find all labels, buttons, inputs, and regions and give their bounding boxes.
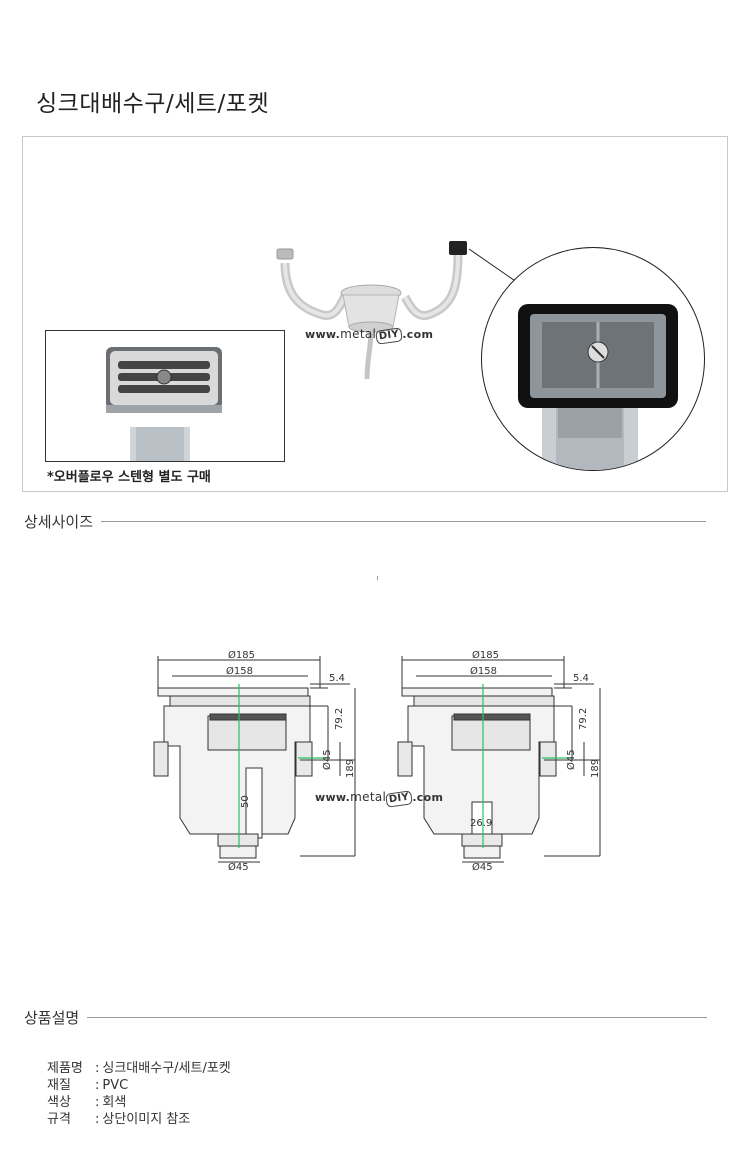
inset-caption: *오버플로우 스텐형 별도 구매 xyxy=(47,470,211,485)
drain-set-illustration xyxy=(276,241,522,380)
dim-left-d158: Ø158 xyxy=(226,665,253,677)
dim-right-d158: Ø158 xyxy=(470,665,497,677)
section-product-description: 상품설명 xyxy=(24,1007,708,1028)
dim-left-d45-side: Ø45 xyxy=(321,749,333,770)
section-divider xyxy=(87,1017,708,1018)
section-title: 상세사이즈 xyxy=(24,513,94,531)
drawing-right xyxy=(397,656,601,863)
dim-right-d185: Ø185 xyxy=(472,649,499,661)
section-divider xyxy=(101,521,707,522)
dimension-drawing: Ø185 Ø158 5.4 79.2 Ø45 189 50 Ø45 Ø185 Ø… xyxy=(153,649,601,873)
product-info-list: 제품명:싱크대배수구/세트/포켓 재질:PVC 색상:회색 규격:상단이미지 참… xyxy=(47,1060,231,1128)
dim-right-189: 189 xyxy=(590,759,601,778)
section-detail-size: 상세사이즈 xyxy=(24,511,707,532)
dim-right-d45-bottom: Ø45 xyxy=(472,861,493,873)
overflow-detail-zoom xyxy=(481,247,705,471)
dim-left-50: 50 xyxy=(240,795,251,808)
overflow-inset-image xyxy=(45,330,285,462)
divider-tick xyxy=(377,576,378,580)
dim-left-d185: Ø185 xyxy=(228,649,255,661)
dim-left-79-2: 79.2 xyxy=(334,708,345,730)
dim-right-5-4: 5.4 xyxy=(573,673,589,684)
dim-left-d45-bottom: Ø45 xyxy=(228,861,249,873)
info-row-material: 재질:PVC xyxy=(47,1078,129,1093)
dim-right-79-2: 79.2 xyxy=(578,708,589,730)
dim-left-189: 189 xyxy=(345,759,356,778)
page-title: 싱크대배수구/세트/포켓 xyxy=(36,91,270,117)
info-row-spec: 규격:상단이미지 참조 xyxy=(47,1112,191,1127)
overflow-cap-closeup xyxy=(518,304,678,470)
stainless-overflow-illustration xyxy=(106,347,222,461)
info-row-color: 색상:회색 xyxy=(47,1095,127,1110)
info-row-name: 제품명:싱크대배수구/세트/포켓 xyxy=(47,1061,231,1076)
dim-right-d45-side: Ø45 xyxy=(565,749,577,770)
dim-left-5-4: 5.4 xyxy=(329,673,345,684)
section-title: 상품설명 xyxy=(24,1009,80,1027)
dim-right-26-9: 26.9 xyxy=(470,818,492,829)
drawing-left xyxy=(153,656,356,863)
